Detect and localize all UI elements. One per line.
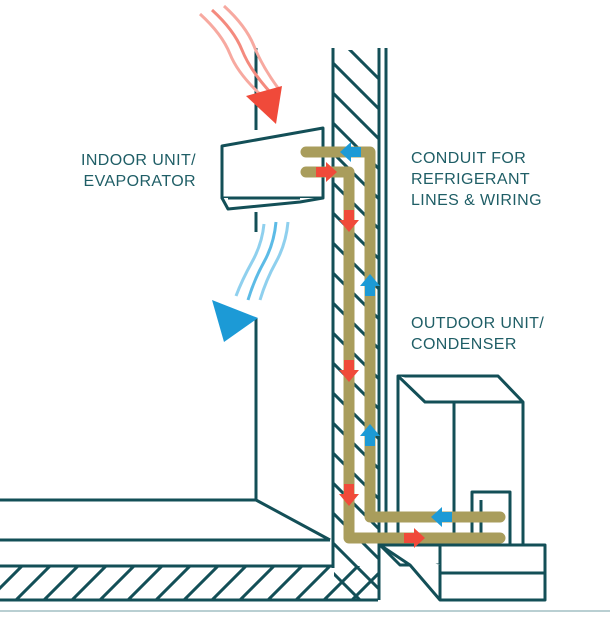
floor-hatch [0, 564, 378, 602]
red-flow-arrow-icon [339, 360, 359, 382]
blue-air-arrow-icon [212, 300, 258, 342]
red-flow-arrow-icon [404, 528, 425, 548]
conduit-label-line-3: LINES & WIRING [411, 192, 542, 209]
conduit-label-line-1: CONDUIT FOR [411, 150, 527, 167]
indoor-unit-label: INDOOR UNIT/ EVAPORATOR [0, 150, 196, 192]
blue-flow-arrow-icon [360, 424, 380, 446]
indoor-unit-label-line-1: INDOOR UNIT/ [80, 152, 196, 169]
room-interior [0, 48, 331, 542]
conduit-label-line-2: REFRIGERANT [411, 171, 531, 188]
red-flow-arrow-icon [339, 210, 359, 232]
outdoor-unit-label-line-2: CONDENSER [411, 336, 517, 353]
flow-arrows [316, 142, 452, 548]
blue-flow-arrow-icon [431, 507, 452, 527]
cool-air-out [212, 221, 290, 342]
red-flow-arrow-icon [339, 484, 359, 506]
blue-flow-arrow-icon [340, 142, 361, 162]
blue-flow-arrow-icon [360, 274, 380, 296]
indoor-unit-label-line-2: EVAPORATOR [83, 173, 196, 190]
hot-air-in [198, 4, 282, 124]
indoor-unit [220, 126, 325, 211]
outdoor-unit-label-line-1: OUTDOOR UNIT/ [411, 315, 545, 332]
conduit-label: CONDUIT FOR REFRIGERANT LINES & WIRING [411, 148, 542, 211]
outdoor-pad [378, 543, 547, 602]
red-air-arrow-icon [246, 86, 282, 124]
outdoor-unit-label: OUTDOOR UNIT/ CONDENSER [411, 313, 544, 355]
red-flow-arrow-icon [316, 162, 337, 182]
